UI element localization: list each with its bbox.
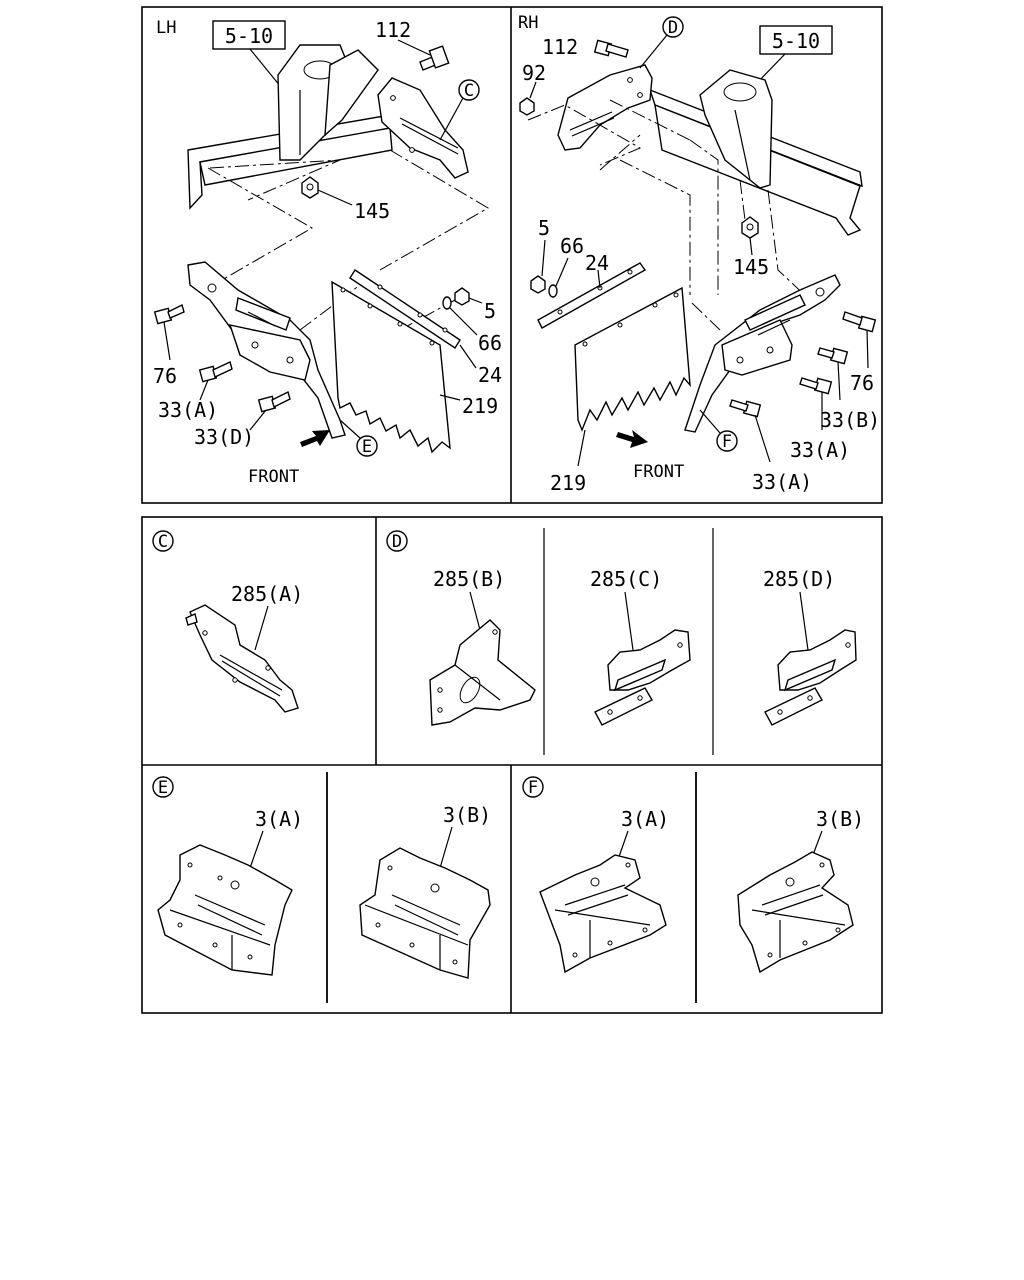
callout-c-lh: C	[439, 79, 480, 141]
bracket-3b-f	[737, 851, 854, 974]
label-3b-e: 3(B)	[443, 803, 491, 827]
callout-f-detail-text: F	[528, 778, 538, 798]
rh-bolt-112	[593, 39, 629, 58]
rh-front-arrow	[616, 430, 648, 448]
rh-side-label: RH	[518, 13, 538, 33]
bracket-285d	[764, 629, 857, 726]
rh-strip-24	[537, 262, 647, 329]
label-3a-f: 3(A)	[621, 807, 669, 831]
lh-bolt-76	[153, 303, 185, 361]
lh-bolt-33a	[198, 361, 233, 401]
bracket-3b-e	[359, 847, 491, 979]
detail-d: D 285(B) 285(C) 285(D)	[386, 530, 857, 726]
rh-mudguard-bracket	[684, 274, 841, 433]
detail-c: C 285(A)	[152, 530, 303, 713]
lh-bolt-112	[397, 39, 450, 71]
rh-label-145: 145	[733, 255, 769, 279]
rh-label-76: 76	[850, 371, 874, 395]
callout-e-detail: E	[152, 776, 174, 798]
rh-label-219: 219	[550, 471, 586, 495]
rh-bolt-33a-lower	[729, 399, 771, 463]
callout-e-lh: E	[339, 419, 378, 457]
lh-panel: LH 5-10 112	[153, 18, 502, 487]
callout-c-detail: C	[152, 530, 174, 552]
bracket-285c	[594, 629, 691, 726]
rh-label-33a-lower: 33(A)	[752, 470, 812, 494]
rh-label-66: 66	[560, 234, 584, 258]
detail-e: E 3(A) 3(B)	[152, 776, 491, 979]
callout-e-lh-text: E	[362, 437, 372, 457]
rh-front-label: FRONT	[633, 462, 684, 482]
diagram-frames	[141, 6, 883, 1014]
lh-label-145: 145	[354, 199, 390, 223]
rh-bolt-33a-upper	[799, 377, 833, 430]
lh-label-33d: 33(D)	[194, 425, 254, 449]
callout-f-rh-text: F	[722, 432, 732, 452]
lh-label-66: 66	[478, 331, 502, 355]
callout-d-rh: D	[639, 16, 684, 69]
rh-ref-box: 5-10	[759, 25, 833, 55]
rh-nut-92	[519, 81, 537, 116]
callout-c-detail-text: C	[158, 532, 168, 552]
lh-ref-box: 5-10	[212, 20, 286, 50]
rh-washer-66	[548, 257, 569, 298]
rh-panel: RH 5-10 112	[518, 13, 880, 495]
lh-nut-145	[301, 176, 353, 206]
label-285d: 285(D)	[763, 567, 835, 591]
lh-bracket-c	[377, 77, 469, 179]
rh-label-5: 5	[538, 216, 550, 240]
rh-ref-box-text: 5-10	[772, 29, 820, 53]
label-285c: 285(C)	[590, 567, 662, 591]
lh-mudflap-219	[331, 280, 461, 454]
lh-mudguard-bracket	[187, 261, 346, 439]
rh-nut-5	[530, 239, 546, 294]
lh-nut-5	[454, 287, 483, 306]
lh-bolt-33d	[249, 390, 291, 431]
label-285b: 285(B)	[433, 567, 505, 591]
lh-ref-box-text: 5-10	[225, 24, 273, 48]
lh-side-label: LH	[156, 18, 176, 38]
rh-bolt-33b	[817, 347, 849, 401]
lh-front-label: FRONT	[248, 467, 299, 487]
rh-label-24: 24	[585, 251, 609, 275]
rh-bracket-d	[557, 64, 653, 151]
bracket-285a	[185, 604, 299, 713]
callout-f-detail: F	[522, 776, 544, 798]
lh-label-219: 219	[462, 394, 498, 418]
rh-label-92: 92	[522, 61, 546, 85]
lh-label-24: 24	[478, 363, 502, 387]
bracket-3a-f	[539, 854, 667, 974]
callout-c-lh-text: C	[464, 81, 474, 101]
lh-label-76: 76	[153, 364, 177, 388]
callout-d-detail: D	[386, 530, 408, 552]
lh-label-5: 5	[484, 299, 496, 323]
label-285a: 285(A)	[231, 582, 303, 606]
lh-label-33a: 33(A)	[158, 398, 218, 422]
bracket-285b	[429, 619, 536, 726]
callout-e-detail-text: E	[158, 778, 168, 798]
label-3a-e: 3(A)	[255, 807, 303, 831]
detail-f: F 3(A) 3(B)	[522, 776, 864, 974]
rh-label-112: 112	[542, 35, 578, 59]
rh-mount-tower	[699, 69, 773, 189]
lh-washer-66	[442, 296, 478, 336]
rh-label-33b: 33(B)	[820, 408, 880, 432]
rh-nut-145	[741, 216, 759, 256]
lh-strip-24	[349, 269, 461, 349]
label-3b-f: 3(B)	[816, 807, 864, 831]
bracket-3a-e	[157, 844, 293, 976]
callout-f-rh: F	[699, 409, 738, 452]
callout-d-rh-text: D	[668, 18, 678, 38]
rh-label-33a-upper: 33(A)	[790, 438, 850, 462]
rh-mudflap-219	[574, 286, 691, 467]
callout-d-detail-text: D	[392, 532, 402, 552]
lh-front-arrow	[300, 430, 330, 447]
lh-label-112: 112	[375, 18, 411, 42]
lh-mount-tower	[277, 44, 379, 161]
rh-bolt-76	[842, 311, 877, 369]
